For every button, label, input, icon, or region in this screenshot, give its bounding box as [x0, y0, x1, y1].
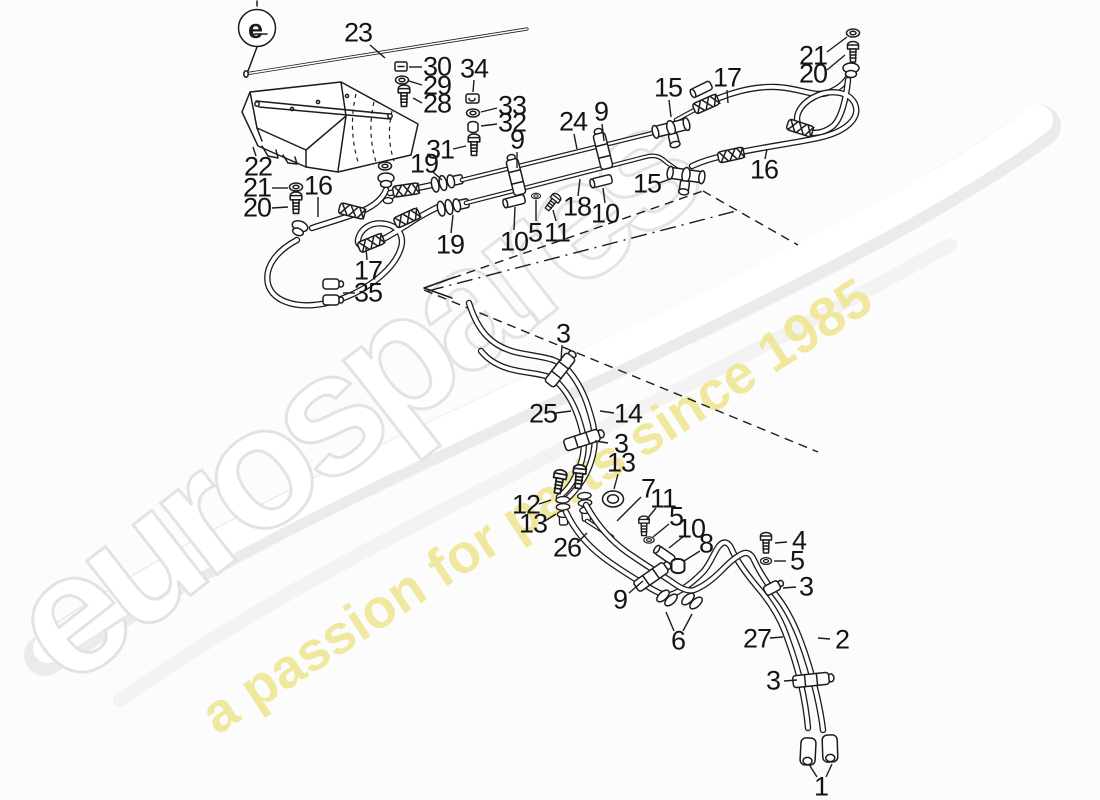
- callout-9-10: 9: [593, 96, 609, 127]
- callout-3-49: 3: [798, 571, 814, 602]
- screw-28: [397, 84, 411, 108]
- callout-32-6: 32: [497, 107, 527, 138]
- callout-29-2: 29: [422, 70, 452, 101]
- body-outline-dashed-top: [423, 190, 704, 289]
- callout-13-41: 13: [518, 508, 548, 539]
- hose-end-fitting: [842, 62, 860, 79]
- callout-17-12: 17: [712, 62, 742, 93]
- callout-35-29: 35: [353, 277, 383, 308]
- callout-13-34: 13: [606, 447, 636, 478]
- clamp-pair-35: [322, 278, 345, 306]
- callout-22-24: 22: [243, 151, 273, 182]
- callout-1-51: 1: [813, 771, 829, 800]
- callout-7-35: 7: [640, 473, 656, 504]
- callout-16-27: 16: [303, 170, 333, 201]
- screw-11a: [542, 191, 563, 214]
- sleeve-10a: [501, 193, 527, 210]
- washer-33: [465, 108, 481, 118]
- callout-21-13: 21: [798, 40, 828, 71]
- callout-12-40: 12: [511, 489, 541, 520]
- sleeve-10b: [588, 173, 614, 190]
- callout-10-38: 10: [676, 513, 706, 544]
- callout-23-0: 23: [343, 17, 373, 48]
- center-dash-dot-line: [427, 209, 741, 292]
- bolt-20r: [846, 40, 860, 63]
- callout-19-22: 19: [409, 148, 439, 179]
- seal-washer-21r: [845, 28, 861, 38]
- callout-20-14: 20: [798, 58, 828, 89]
- banjo-bolt: [289, 191, 303, 215]
- banjo-elbow-fitting: [288, 217, 311, 239]
- seal-washer: [288, 182, 304, 192]
- callout-5-48: 5: [789, 545, 805, 576]
- callout-11-20: 11: [543, 217, 571, 248]
- callout-34-4: 34: [459, 53, 489, 84]
- union-fitting-19b: [435, 194, 471, 218]
- callout-9-8: 9: [509, 124, 525, 155]
- callout-25-31: 25: [528, 398, 558, 429]
- callout-28-3: 28: [422, 88, 452, 119]
- callout-9-43: 9: [612, 584, 628, 615]
- nut-8: [670, 557, 686, 575]
- callout-14-32: 14: [613, 398, 643, 429]
- right-hose-assembly: [692, 28, 861, 166]
- callout-17-28: 17: [353, 255, 383, 286]
- callout-5-37: 5: [668, 501, 684, 532]
- callout-15-16: 15: [632, 168, 662, 199]
- nut-32: [467, 120, 479, 134]
- washer-29: [394, 75, 410, 85]
- callout-30-1: 30: [422, 51, 452, 82]
- end-cap-1b: [821, 733, 839, 764]
- callout-3-30: 3: [555, 318, 571, 349]
- callout-10-18: 10: [590, 198, 620, 229]
- body-outline-dashed-bottom: [423, 289, 819, 453]
- callout-2-46: 2: [834, 624, 850, 655]
- callout-11-36: 11: [649, 483, 677, 514]
- brand-badge-letter: e: [248, 14, 263, 44]
- callout-4-47: 4: [791, 525, 807, 556]
- body-outline-dashed-right: [702, 190, 799, 246]
- callout-21-25: 21: [242, 172, 272, 203]
- pipe-clamp-9a: [503, 152, 527, 197]
- callout-5-19: 5: [527, 217, 543, 248]
- fastener-column: [394, 61, 481, 157]
- callout-15-11: 15: [653, 72, 683, 103]
- callout-16-15: 16: [749, 154, 779, 185]
- callout-leader-lines: [252, 36, 848, 778]
- end-cap-1a: [799, 736, 817, 767]
- callout-10-21: 10: [499, 226, 529, 257]
- body-outline-vertex: [423, 276, 456, 299]
- torsion-rod: [243, 27, 529, 78]
- callout-33-5: 33: [497, 90, 527, 121]
- callout-19-23: 19: [435, 229, 465, 260]
- callout-26-42: 26: [552, 532, 582, 563]
- callout-27-45: 27: [742, 623, 772, 654]
- callout-8-39: 8: [698, 528, 714, 559]
- callout-31-7: 31: [425, 134, 455, 165]
- callout-3-33: 3: [613, 428, 629, 459]
- screw-31: [467, 133, 481, 157]
- washer-5a: [530, 192, 542, 200]
- junction-block: [550, 463, 625, 526]
- elbow-fittings-6: [656, 589, 703, 610]
- callout-24-9: 24: [558, 106, 588, 137]
- screw-4: [759, 531, 773, 554]
- washer-5b: [643, 536, 655, 544]
- tee-fitting-15a: [649, 115, 696, 153]
- brand-badge: e: [237, 0, 277, 72]
- callout-18-17: 18: [562, 191, 592, 222]
- washer-5r: [759, 556, 773, 566]
- callout-20-26: 20: [242, 192, 272, 223]
- callout-3-50: 3: [765, 665, 781, 696]
- oil-cooler-box: [241, 81, 419, 173]
- callout-6-44: 6: [670, 625, 686, 656]
